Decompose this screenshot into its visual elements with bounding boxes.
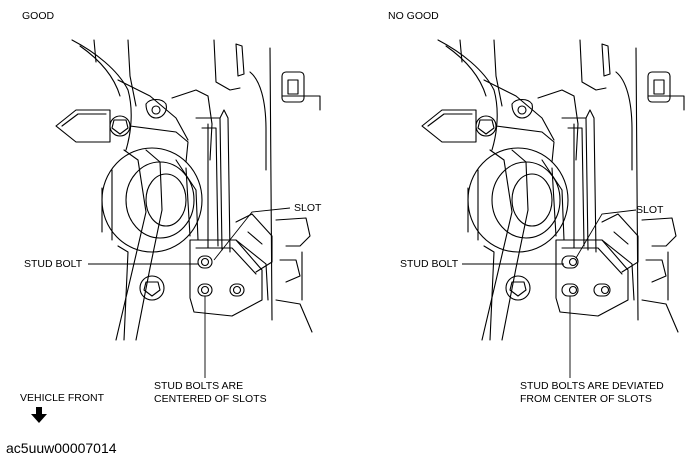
good-panel-title: GOOD [22, 10, 55, 22]
good-result-line2: CENTERED OF SLOTS [154, 393, 267, 405]
nogood-slot-label: SLOT [636, 204, 664, 216]
nogood-suspension-drawing [421, 39, 685, 378]
good-result-line1: STUD BOLTS ARE [154, 380, 244, 392]
nogood-stud-bolt-label: STUD BOLT [400, 258, 459, 270]
figure-code: ac5uuw00007014 [6, 440, 117, 456]
nogood-panel-title: NO GOOD [388, 10, 439, 22]
good-slot-label: SLOT [294, 202, 322, 214]
nogood-result-line2: FROM CENTER OF SLOTS [520, 393, 652, 405]
vehicle-front-label: VEHICLE FRONT [20, 392, 105, 404]
good-stud-bolt-label: STUD BOLT [24, 258, 83, 270]
nogood-result-line1: STUD BOLTS ARE DEVIATED [520, 380, 664, 392]
good-suspension-drawing [55, 39, 321, 378]
arrow-down-icon [31, 407, 47, 423]
